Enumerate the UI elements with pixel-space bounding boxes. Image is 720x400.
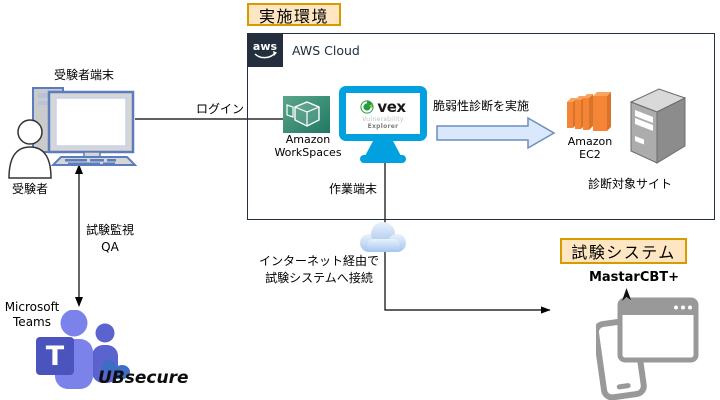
monitoring-label: 試験監視 QA: [85, 223, 134, 254]
target-site-label: 診断対象サイト: [588, 177, 673, 191]
vex-monitor-icon: [339, 86, 427, 163]
mastarcbt-label: MastarCBT+: [588, 270, 680, 285]
aws-cloud-box: aws AWS Cloud: [247, 33, 715, 220]
workspaces-label: Amazon WorkSpaces: [274, 133, 342, 159]
examinee-person-label: 受験者: [12, 182, 49, 196]
desktop-computer-icon: [32, 87, 137, 166]
ubsecure-swoosh-icon: [102, 360, 116, 373]
teams-label: Microsoft Teams: [4, 300, 60, 329]
internet-connection-label: インターネット経由で 試験システムへ接続: [258, 254, 379, 285]
internet-connection-arrow: [384, 163, 551, 314]
aws-logo-icon: aws: [247, 33, 283, 67]
monitoring-arrowhead-up: [75, 164, 83, 174]
vex-green-icon: [360, 100, 375, 114]
vex-logo: vex Vulnerability Explorer: [360, 98, 406, 130]
browser-window-icon: [617, 297, 699, 363]
cursor-icon: [622, 288, 631, 301]
server-tower-icon: [629, 88, 687, 164]
microsoft-teams-icon: T: [36, 310, 118, 389]
exam-system-title: 試験システム: [571, 243, 676, 262]
environment-title-box: 実施環境: [247, 3, 341, 26]
aws-cloud-label: AWS Cloud: [292, 43, 360, 58]
scan-block-arrow: [436, 116, 556, 150]
login-label: ログイン: [196, 102, 245, 116]
ubsecure-swoosh2-icon: [114, 365, 130, 379]
work-terminal-label: 作業端末: [329, 182, 378, 196]
teams-t-glyph: T: [46, 341, 65, 372]
amazon-ec2-icon: [567, 92, 611, 131]
ec2-label: Amazon EC2: [567, 135, 613, 161]
aws-logo-glyph: aws: [253, 40, 278, 59]
amazon-workspaces-icon: [283, 96, 330, 133]
environment-title: 実施環境: [258, 6, 329, 26]
monitoring-arrowhead-down: [75, 297, 83, 307]
exam-system-devices-icon: [596, 288, 699, 400]
svg-text:aws: aws: [253, 40, 278, 53]
ubsecure-logo: UBsecure: [98, 360, 198, 390]
person-icon: [8, 119, 52, 179]
exam-system-title-box: 試験システム: [560, 238, 687, 264]
examinee-terminal-label: 受験者端末: [54, 68, 115, 82]
internet-cloud-icon: [360, 222, 406, 252]
scan-label: 脆弱性診断を実施: [433, 99, 530, 113]
vex-wordmark: vex: [377, 98, 406, 116]
